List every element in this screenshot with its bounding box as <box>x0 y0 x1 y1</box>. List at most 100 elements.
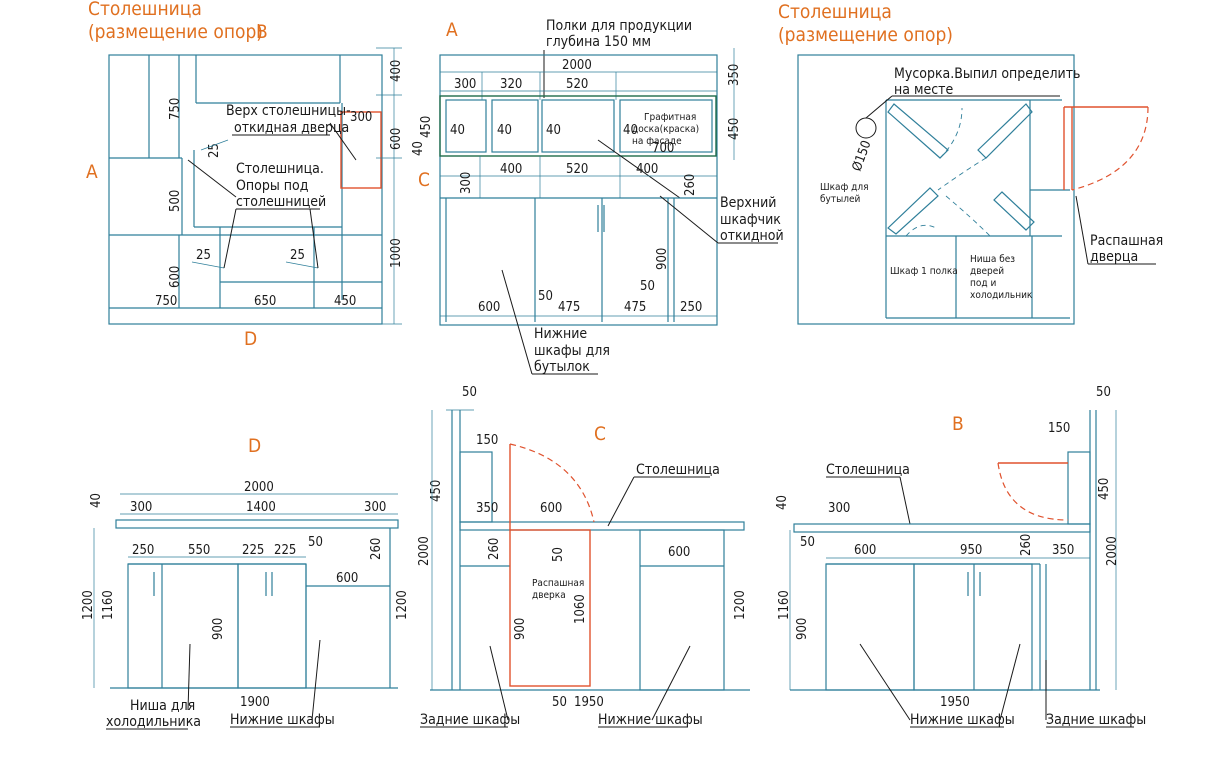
dim-650: 650 <box>254 294 276 309</box>
dim-2000: 2000 <box>244 480 274 495</box>
wall-outline <box>439 54 718 326</box>
bin-hole <box>855 117 877 139</box>
niche-note-3: под и <box>970 278 996 289</box>
niche-note-2: холодильника <box>106 714 201 730</box>
dim-520: 520 <box>566 77 588 92</box>
upper-note-2: шкафчик <box>720 212 781 228</box>
swing-door <box>509 529 591 687</box>
dim-350: 350 <box>476 501 498 516</box>
dim-1200: 1200 <box>733 590 748 620</box>
dim-475a: 475 <box>558 300 580 315</box>
bin-note-2: на месте <box>894 82 953 98</box>
label-a2: A <box>446 19 458 41</box>
door-note-2: дверца <box>1090 249 1138 265</box>
dim-300b: 300 <box>364 500 386 515</box>
dim-150: 150 <box>476 433 498 448</box>
title-supports-2: (размещение опор) <box>778 24 953 46</box>
niche-note-1: Ниша для <box>130 698 195 714</box>
dim-400a: 400 <box>500 162 522 177</box>
note-sup-1: Столешница. <box>236 161 324 177</box>
dim-1950: 1950 <box>574 695 604 710</box>
dim-2000: 2000 <box>417 536 432 566</box>
dim-25a: 25 <box>207 143 222 158</box>
upper-shelf-block <box>439 95 717 157</box>
dim-50: 50 <box>308 535 323 550</box>
elevation-b: B 50 150 450 2000 Столешница 40 300 50 6… <box>775 385 1146 728</box>
dim-300a: 300 <box>130 500 152 515</box>
worktop <box>115 519 399 529</box>
dim-225a: 225 <box>242 543 264 558</box>
dim-40c: 40 <box>546 123 561 138</box>
dim-2000: 2000 <box>1105 536 1120 566</box>
title-worktop-2: Столешница <box>778 1 892 23</box>
niche-note-1: Ниша без <box>970 253 1015 265</box>
dim-300: 300 <box>350 110 372 125</box>
bottles-note-2: бутылей <box>820 193 861 205</box>
dim-450: 450 <box>334 294 356 309</box>
dim-900: 900 <box>211 618 226 640</box>
dim-500: 500 <box>168 190 183 212</box>
label-c-bottom: C <box>594 423 606 445</box>
title-supports: (размещение опор) <box>88 21 263 43</box>
dim-1160: 1160 <box>777 590 792 620</box>
dim-1200r: 1200 <box>395 590 410 620</box>
dim-150: 150 <box>1048 421 1070 436</box>
label-b-bottom: B <box>952 413 964 435</box>
dim-40l: 40 <box>411 141 426 156</box>
label-a: A <box>86 161 98 183</box>
dim-50top: 50 <box>1096 385 1111 400</box>
worktop-note: Столешница <box>636 462 720 478</box>
dim-1160: 1160 <box>101 590 116 620</box>
dim-300: 300 <box>828 501 850 516</box>
worktop-note: Столешница <box>826 462 910 478</box>
dim-1950: 1950 <box>940 695 970 710</box>
dim-450: 450 <box>429 480 444 502</box>
note-sup-2: Опоры под <box>236 178 309 194</box>
title-worktop: Столешница <box>88 0 202 20</box>
shelf-note: Шкаф 1 полка <box>890 266 958 277</box>
dim-900: 900 <box>513 618 528 640</box>
bin-note-1: Мусорка.Выпил определить <box>894 66 1080 82</box>
plan-top-left: Столешница (размещение опор) B A D 400 6… <box>86 0 404 350</box>
dim-600a: 600 <box>540 501 562 516</box>
dim-260: 260 <box>1019 534 1034 556</box>
dim-50: 50 <box>800 535 815 550</box>
dim-550: 550 <box>188 543 210 558</box>
board-note-2: доска(краска) <box>632 124 699 135</box>
dim-320: 320 <box>500 77 522 92</box>
door-note-2: дверка <box>532 590 566 601</box>
dim-700: 700 <box>652 141 674 156</box>
dim-dia150: Ø150 <box>850 139 875 174</box>
door-note-1: Распашная <box>1090 233 1163 249</box>
lower-note-2: шкафы для <box>534 343 610 359</box>
dim-50a: 50 <box>538 289 553 304</box>
dim-40a: 40 <box>450 123 465 138</box>
dim-50m: 50 <box>551 547 566 562</box>
note-sup-3: столешницей <box>236 194 326 210</box>
dim-25b: 25 <box>196 248 211 263</box>
dim-1400: 1400 <box>246 500 276 515</box>
note-shelves-2: глубина 150 мм <box>546 34 651 50</box>
dim-900: 900 <box>655 248 670 270</box>
plan-top-right: Столешница (размещение опор) Мусорка.Вып… <box>778 1 1163 325</box>
dim-40b: 40 <box>497 123 512 138</box>
note-top-1: Верх столешницы- <box>226 103 351 119</box>
dim-1000: 1000 <box>389 238 404 268</box>
note-top-2: откидная дверца <box>234 120 349 136</box>
dim-520b: 520 <box>566 162 588 177</box>
dim-50b: 50 <box>552 695 567 710</box>
dim-750v: 750 <box>168 98 183 120</box>
lower-note: Нижние шкафы <box>910 712 1015 728</box>
dim-600: 600 <box>854 543 876 558</box>
dim-225b: 225 <box>274 543 296 558</box>
worktop-c <box>459 521 745 531</box>
board-note-3: на фасаде <box>632 136 682 147</box>
dim-25c: 25 <box>290 248 305 263</box>
dim-300v: 300 <box>459 172 474 194</box>
dim-400: 400 <box>389 60 404 82</box>
dim-350: 350 <box>727 64 742 86</box>
label-b: B <box>256 21 268 43</box>
niche-note-2: дверей <box>970 266 1004 277</box>
dim-1200l: 1200 <box>81 590 96 620</box>
